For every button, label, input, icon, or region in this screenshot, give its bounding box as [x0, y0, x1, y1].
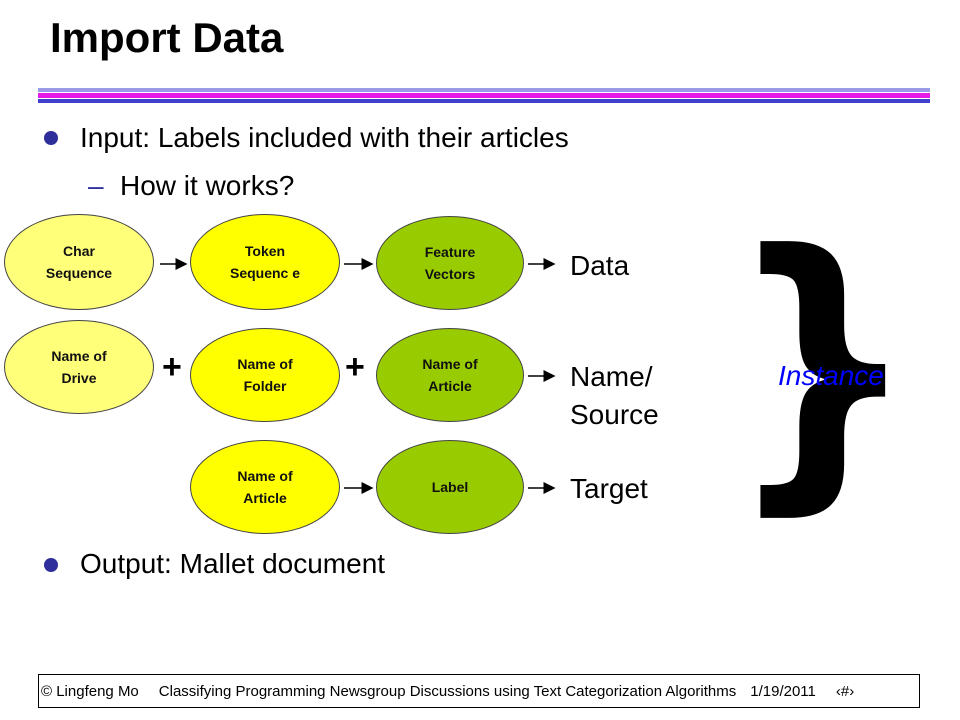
- footer-date: 1/19/2011: [750, 682, 816, 700]
- node-name-of-article-row3-label: Name of Article: [237, 468, 293, 506]
- plus-sign-2: +: [345, 348, 365, 386]
- footer-title: Classifying Programming Newsgroup Discus…: [158, 682, 737, 700]
- bullet-marker-2: [44, 558, 58, 572]
- node-name-of-drive-label: Name of Drive: [51, 348, 107, 386]
- sub-bullet-dash: –: [88, 170, 104, 201]
- node-label: Label: [376, 440, 524, 534]
- bullet-output: Output: Mallet document: [80, 548, 386, 579]
- footer-author: © Lingfeng Mo: [41, 682, 139, 700]
- footer: © Lingfeng Mo Classifying Programming Ne…: [38, 674, 920, 708]
- footer-page-number: ‹#›: [835, 682, 855, 700]
- title-rule-middle: [38, 93, 930, 98]
- node-name-of-article-label: Name of Article: [422, 356, 478, 394]
- sub-bullet-how: How it works?: [120, 170, 295, 201]
- output-source: Source: [570, 399, 659, 430]
- node-feature-vectors: Feature Vectors: [376, 216, 524, 310]
- page-title: Import Data: [50, 14, 284, 61]
- instance-label: Instance: [778, 360, 884, 391]
- output-target: Target: [570, 473, 648, 504]
- node-token-sequence-label: Token Sequenc e: [229, 243, 301, 281]
- node-name-of-drive: Name of Drive: [4, 320, 154, 414]
- plus-sign-1: +: [162, 348, 182, 386]
- title-rule-bottom: [38, 99, 930, 103]
- node-char-sequence-label: Char Sequence: [45, 243, 113, 281]
- node-name-of-folder: Name of Folder: [190, 328, 340, 422]
- node-name-of-article: Name of Article: [376, 328, 524, 422]
- node-name-of-folder-label: Name of Folder: [237, 356, 293, 394]
- output-data: Data: [570, 250, 630, 281]
- node-feature-vectors-label: Feature Vectors: [424, 244, 476, 282]
- output-name: Name/: [570, 361, 653, 392]
- node-char-sequence: Char Sequence: [4, 214, 154, 310]
- title-rule-top: [38, 88, 930, 92]
- curly-brace: }: [726, 191, 919, 540]
- node-label-label: Label: [431, 479, 469, 495]
- node-name-of-article-row3: Name of Article: [190, 440, 340, 534]
- bullet-input: Input: Labels included with their articl…: [80, 122, 569, 153]
- node-token-sequence: Token Sequenc e: [190, 214, 340, 310]
- bullet-marker-1: [44, 131, 58, 145]
